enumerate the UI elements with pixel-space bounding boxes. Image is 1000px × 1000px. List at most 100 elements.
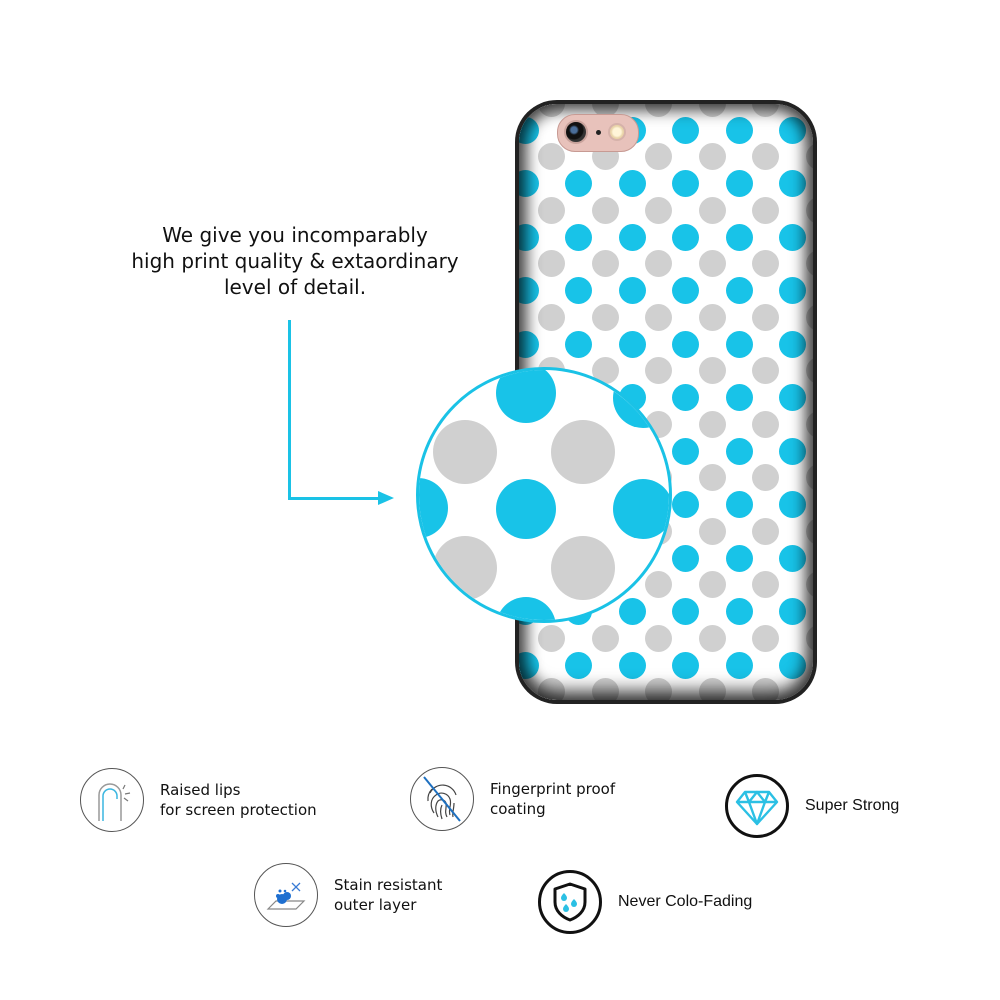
- polka-dot: [645, 624, 672, 652]
- polka-dot: [752, 196, 779, 224]
- polka-dot: [672, 651, 699, 679]
- polka-dot: [698, 357, 726, 385]
- feature-fingerprint: Fingerprint proof coating: [410, 767, 615, 831]
- polka-dot: [538, 104, 565, 117]
- polka-dot: [519, 170, 539, 197]
- polka-dot: [591, 303, 619, 331]
- microphone-hole: [596, 130, 601, 135]
- polka-dot: [618, 330, 646, 358]
- magnified-polka-dot: [433, 536, 497, 600]
- polka-dot: [752, 250, 779, 278]
- polka-dot: [538, 250, 565, 278]
- polka-dot: [805, 464, 813, 492]
- polka-dot: [725, 384, 753, 411]
- polka-dot: [805, 250, 813, 278]
- polka-dot: [618, 170, 646, 197]
- polka-dot: [698, 104, 726, 117]
- polka-dot: [805, 357, 813, 385]
- magnified-polka-dot: [551, 536, 615, 600]
- polka-dot: [672, 544, 699, 572]
- magnified-polka-dot: [613, 597, 669, 620]
- polka-dot: [591, 196, 619, 224]
- camera-lens-icon: [564, 120, 588, 144]
- polka-dot: [698, 678, 726, 700]
- polka-dot: [752, 303, 779, 331]
- polka-dot: [725, 330, 753, 358]
- polka-dot: [805, 104, 813, 117]
- polka-dot: [779, 651, 806, 679]
- polka-dot: [752, 357, 779, 385]
- polka-dot: [519, 116, 539, 144]
- polka-dot: [805, 143, 813, 171]
- feature-label-line-2: outer layer: [334, 896, 417, 914]
- polka-dot: [725, 491, 753, 518]
- polka-dot: [779, 170, 806, 197]
- flash-icon: [608, 123, 626, 141]
- headline-line-3: level of detail.: [223, 275, 367, 299]
- connector-line-horizontal: [288, 497, 378, 500]
- polka-dot: [805, 571, 813, 599]
- polka-dot: [725, 437, 753, 465]
- polka-dot: [645, 143, 672, 171]
- magnified-polka-dot: [496, 597, 556, 620]
- polka-dot: [752, 571, 779, 599]
- connector-line-vertical: [288, 320, 291, 500]
- polka-dot: [538, 143, 565, 171]
- polka-dot: [519, 277, 539, 304]
- polka-dot: [645, 104, 672, 117]
- polka-dot: [698, 464, 726, 492]
- polka-dot: [779, 491, 806, 518]
- feature-label-line-2: for screen protection: [160, 801, 317, 819]
- polka-dot: [698, 517, 726, 545]
- polka-dot: [645, 678, 672, 700]
- polka-dot: [805, 410, 813, 438]
- polka-dot: [752, 143, 779, 171]
- feature-super-strong: Super Strong: [725, 774, 899, 838]
- polka-dot: [725, 277, 753, 304]
- polka-dot: [618, 277, 646, 304]
- headline-text: We give you incomparably high print qual…: [105, 222, 485, 300]
- camera-module: [557, 114, 639, 152]
- polka-dot: [725, 598, 753, 625]
- polka-dot: [725, 223, 753, 251]
- polka-dot: [752, 410, 779, 438]
- polka-dot: [779, 384, 806, 411]
- polka-dot: [672, 170, 699, 197]
- polka-dot: [805, 303, 813, 331]
- polka-dot: [672, 384, 699, 411]
- polka-dot: [779, 330, 806, 358]
- feature-raised-lips: Raised lips for screen protection: [80, 768, 317, 832]
- feature-never-fading: Never Colo-Fading: [538, 870, 752, 934]
- polka-dot: [672, 598, 699, 625]
- polka-dot: [645, 303, 672, 331]
- feature-label-line-1: Raised lips: [160, 781, 241, 799]
- polka-dot: [538, 624, 565, 652]
- polka-dot: [672, 277, 699, 304]
- polka-dot: [538, 678, 565, 700]
- polka-dot: [519, 223, 539, 251]
- polka-dot: [698, 303, 726, 331]
- headline-line-2: high print quality & extaordinary: [131, 249, 459, 273]
- polka-dot: [698, 250, 726, 278]
- polka-dot: [672, 491, 699, 518]
- polka-dot: [618, 651, 646, 679]
- polka-dot: [752, 464, 779, 492]
- feature-label-line-2: coating: [490, 800, 546, 818]
- arrow-right-icon: [378, 491, 394, 505]
- polka-dot: [519, 330, 539, 358]
- polka-dot: [698, 571, 726, 599]
- polka-dot: [565, 170, 592, 197]
- polka-dot: [779, 277, 806, 304]
- polka-dot: [591, 678, 619, 700]
- polka-dot: [672, 223, 699, 251]
- polka-dot: [519, 651, 539, 679]
- feature-label-line-1: Fingerprint proof: [490, 780, 616, 798]
- polka-dot: [672, 330, 699, 358]
- polka-dot: [538, 196, 565, 224]
- polka-dot: [565, 277, 592, 304]
- polka-dot: [565, 223, 592, 251]
- diamond-icon: [725, 774, 789, 838]
- polka-dot: [672, 437, 699, 465]
- polka-dot: [725, 651, 753, 679]
- polka-dot: [805, 196, 813, 224]
